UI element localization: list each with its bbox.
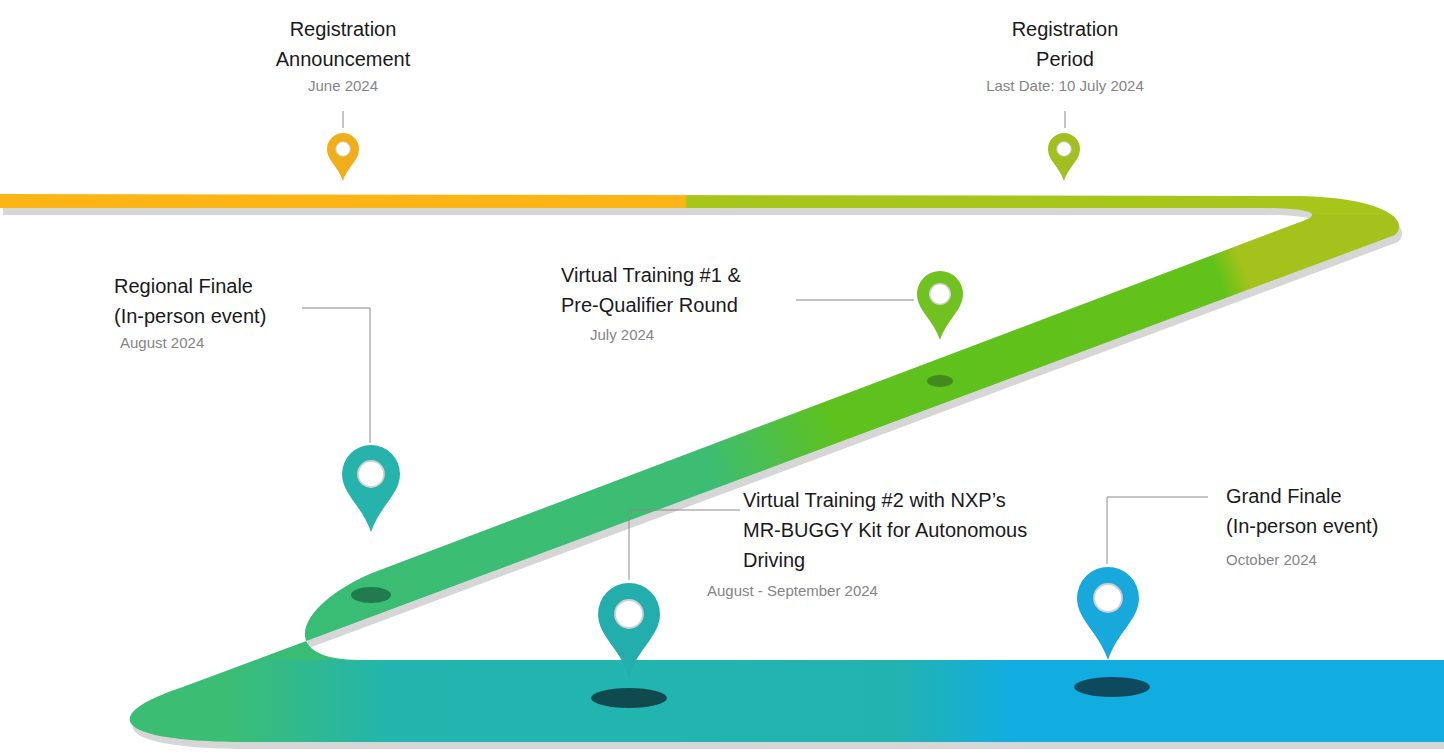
milestone-label: Virtual Training #2 with NXP’s MR-BUGGY … bbox=[743, 485, 1063, 601]
milestone-date: October 2024 bbox=[1226, 550, 1396, 570]
milestone-title: Grand Finale (In-person event) bbox=[1226, 481, 1396, 541]
milestone-title: Virtual Training #1 & Pre-Qualifier Roun… bbox=[561, 260, 786, 320]
leader-lines bbox=[302, 111, 1208, 580]
word: Finale bbox=[1287, 485, 1341, 507]
word: & bbox=[727, 264, 740, 286]
milestone-title: Registration Period bbox=[995, 14, 1135, 74]
word: Autonomous bbox=[915, 519, 1027, 541]
word: #1 bbox=[700, 264, 722, 286]
word: Round bbox=[679, 294, 738, 316]
word: Period bbox=[1036, 48, 1094, 70]
milestone-label: Virtual Training #1 & Pre-Qualifier Roun… bbox=[561, 260, 786, 345]
milestone-label: Registration PeriodLast Date: 10 July 20… bbox=[935, 14, 1195, 96]
word: NXP’s bbox=[951, 489, 1006, 511]
word: Registration bbox=[290, 18, 397, 40]
word: with bbox=[909, 489, 945, 511]
map-pins bbox=[327, 133, 1139, 676]
word: Grand bbox=[1226, 485, 1282, 507]
milestone-title: Registration Announcement bbox=[263, 14, 423, 74]
word: (In-person bbox=[1226, 515, 1317, 537]
word: Finale bbox=[199, 275, 253, 297]
milestone-date: Last Date: 10 July 2024 bbox=[935, 76, 1195, 96]
word: (In-person bbox=[114, 305, 205, 327]
milestone-label: Registration AnnouncementJune 2024 bbox=[213, 14, 473, 96]
word: Driving bbox=[743, 549, 805, 571]
word: Virtual bbox=[743, 489, 799, 511]
word: MR-BUGGY bbox=[743, 519, 853, 541]
word: Registration bbox=[1012, 18, 1119, 40]
milestone-label: Regional Finale (In-person event)August … bbox=[114, 271, 284, 353]
pin-shadows bbox=[351, 375, 1150, 708]
word: #2 bbox=[882, 489, 904, 511]
word: Kit bbox=[858, 519, 881, 541]
word: event) bbox=[1323, 515, 1379, 537]
word: event) bbox=[211, 305, 267, 327]
word: Regional bbox=[114, 275, 193, 297]
word: for bbox=[887, 519, 910, 541]
milestone-date: June 2024 bbox=[213, 76, 473, 96]
word: Virtual bbox=[561, 264, 617, 286]
milestone-date: August 2024 bbox=[120, 333, 284, 353]
word: Training bbox=[623, 264, 695, 286]
word: Pre-Qualifier bbox=[561, 294, 673, 316]
milestone-date: August - September 2024 bbox=[707, 581, 1063, 601]
milestone-title: Virtual Training #2 with NXP’s MR-BUGGY … bbox=[743, 485, 1063, 575]
milestone-date: July 2024 bbox=[590, 325, 786, 345]
word: Training bbox=[805, 489, 877, 511]
word: Announcement bbox=[276, 48, 411, 70]
milestone-title: Regional Finale (In-person event) bbox=[114, 271, 284, 331]
milestone-label: Grand Finale (In-person event) October 20… bbox=[1226, 481, 1396, 570]
